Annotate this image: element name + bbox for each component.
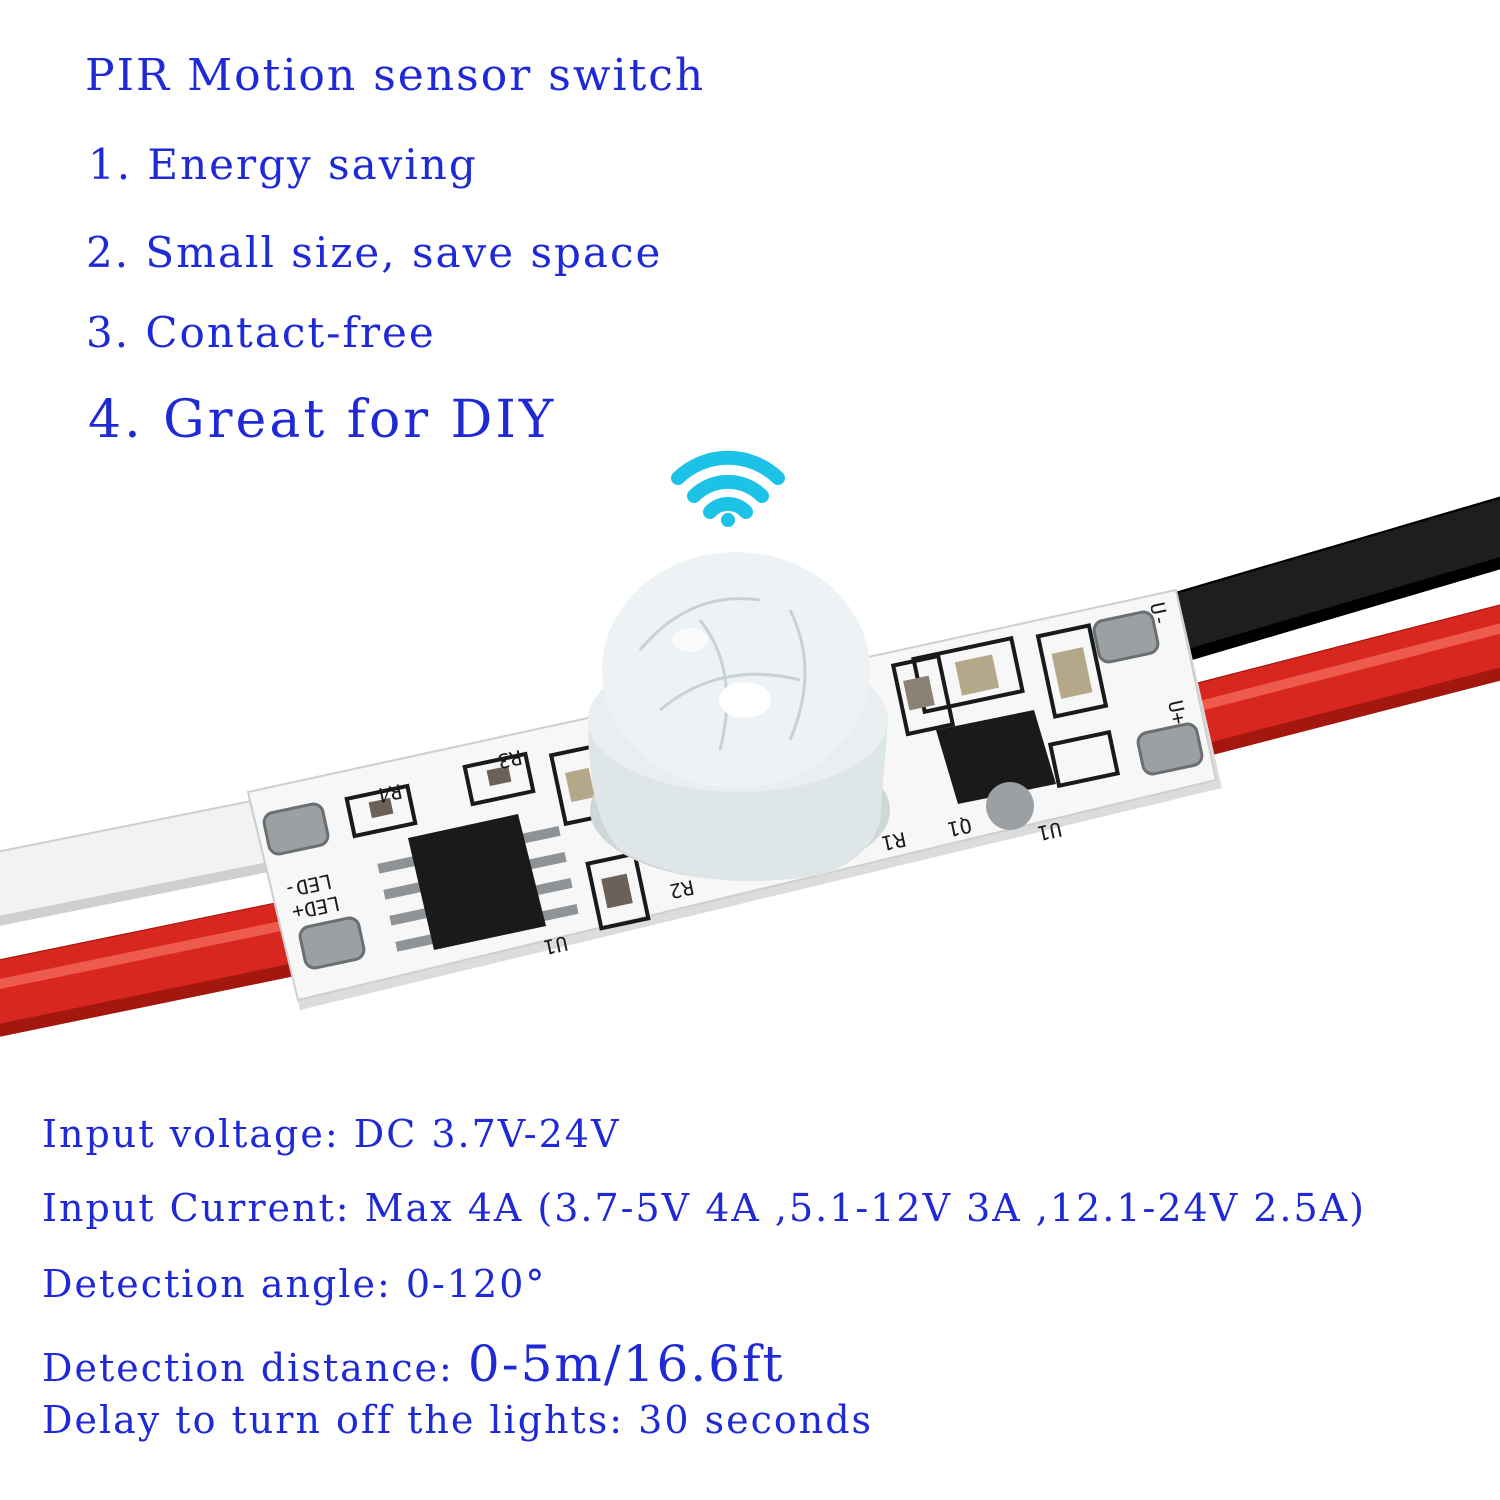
label-r2: R2 — [667, 875, 696, 903]
wires — [0, 496, 1500, 1037]
wifi-signal-icon — [671, 450, 785, 527]
label-u1-right: U1 — [1035, 817, 1064, 845]
chip-q1-right — [936, 710, 1056, 830]
label-r3: R3 — [495, 745, 524, 773]
spec-delay: Delay to turn off the lights: 30 seconds — [42, 1398, 874, 1442]
spec-input-voltage: Input voltage: DC 3.7V-24V — [42, 1112, 621, 1156]
chip-u1-left — [377, 814, 579, 952]
label-r4: R4 — [375, 779, 404, 807]
smd-components — [344, 623, 1121, 931]
label-u1-left: U1 — [541, 931, 570, 959]
spec-detection-distance-value: 0-5m/16.6ft — [467, 1335, 785, 1393]
spec-detection-distance: Detection distance: 0-5m/16.6ft — [42, 1335, 785, 1393]
pir-lens — [588, 552, 890, 882]
spec-detection-distance-label: Detection distance: — [42, 1346, 468, 1390]
solder-pads — [262, 610, 1204, 970]
feature-item: 3. Contact-free — [86, 308, 436, 357]
feature-item: 2. Small size, save space — [86, 228, 663, 277]
page-title: PIR Motion sensor switch — [85, 50, 706, 101]
product-photo: U- U+ LED- LED+ R4 R3 R2 R1 U1 U1 Q1 — [0, 450, 1500, 1037]
silkscreen-labels: U- U+ LED- LED+ R4 R3 R2 R1 U1 U1 Q1 — [282, 600, 1192, 960]
feature-item: 1. Energy saving — [88, 140, 478, 189]
label-u-minus: U- — [1145, 600, 1173, 629]
feature-item: 4. Great for DIY — [88, 390, 557, 450]
spec-input-current: Input Current: Max 4A (3.7-5V 4A ,5.1-12… — [42, 1186, 1366, 1230]
label-r1: R1 — [879, 827, 908, 855]
label-u-plus: U+ — [1163, 698, 1191, 727]
label-q1: Q1 — [945, 813, 974, 841]
spec-detection-angle: Detection angle: 0-120° — [42, 1262, 547, 1306]
